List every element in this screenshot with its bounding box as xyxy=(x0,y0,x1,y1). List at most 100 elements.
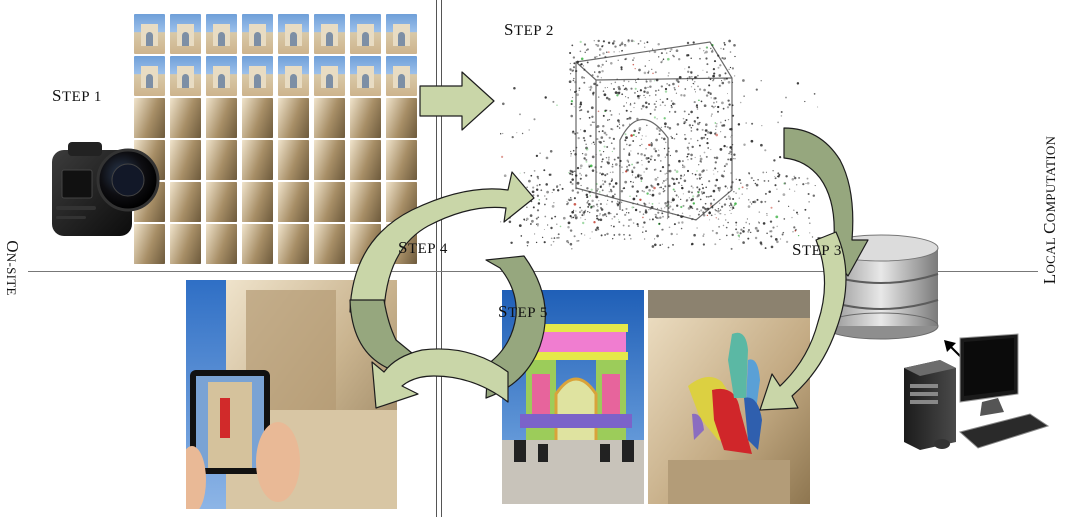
cloud-point xyxy=(578,87,581,90)
cloud-point xyxy=(656,118,658,120)
cloud-point xyxy=(706,137,709,140)
cloud-point xyxy=(791,216,793,219)
cloud-point xyxy=(611,171,614,174)
cloud-point xyxy=(644,96,646,99)
cloud-point xyxy=(808,201,810,203)
photo-thumbnail xyxy=(134,98,165,138)
cloud-point xyxy=(714,161,717,164)
cloud-point xyxy=(725,234,728,237)
cloud-point xyxy=(562,216,566,220)
cloud-point xyxy=(633,57,635,59)
cloud-point xyxy=(702,191,706,194)
cloud-point xyxy=(593,221,596,224)
cloud-point xyxy=(793,175,796,178)
cloud-point xyxy=(715,209,717,212)
cloud-point xyxy=(598,140,601,143)
cloud-point xyxy=(643,154,646,157)
cloud-point xyxy=(698,47,701,50)
cloud-point xyxy=(552,240,555,243)
cloud-point xyxy=(568,172,570,174)
cloud-point xyxy=(593,40,595,42)
photo-thumbnail xyxy=(314,98,345,138)
cloud-point xyxy=(750,203,753,205)
cloud-point xyxy=(766,232,768,235)
cloud-point xyxy=(570,114,573,118)
cloud-point xyxy=(602,40,606,43)
cloud-point xyxy=(603,93,607,97)
cloud-point xyxy=(639,174,642,177)
cloud-point xyxy=(659,216,662,219)
arrow-step5-right xyxy=(485,255,546,399)
cloud-point xyxy=(688,124,692,127)
cloud-point xyxy=(756,229,760,233)
cloud-point xyxy=(534,233,536,235)
cloud-point xyxy=(629,218,632,221)
cloud-point xyxy=(684,68,686,70)
cloud-point xyxy=(571,44,574,47)
arrow-step3-upper xyxy=(783,127,869,277)
cloud-point xyxy=(551,191,553,194)
cloud-point xyxy=(606,203,608,205)
cloud-point xyxy=(596,226,599,230)
cloud-point xyxy=(623,105,625,107)
cloud-point xyxy=(673,223,676,226)
cloud-point xyxy=(612,163,614,165)
cloud-point xyxy=(715,178,719,182)
cloud-point xyxy=(543,169,546,172)
photo-thumbnail xyxy=(386,14,417,54)
cloud-point xyxy=(644,210,648,214)
cloud-point xyxy=(658,186,661,189)
cloud-point xyxy=(602,158,604,160)
cloud-point xyxy=(646,124,648,127)
cloud-point xyxy=(526,245,529,247)
cloud-point xyxy=(608,160,610,162)
cloud-point xyxy=(774,184,777,187)
cloud-point xyxy=(500,221,502,223)
cloud-point xyxy=(671,137,674,139)
cloud-point xyxy=(601,180,604,182)
cloud-point xyxy=(618,221,621,223)
cloud-point xyxy=(531,190,535,194)
cloud-point xyxy=(593,82,596,86)
cloud-point xyxy=(727,80,731,84)
cloud-point xyxy=(600,234,603,237)
cloud-point xyxy=(603,140,605,142)
cloud-point xyxy=(628,144,631,147)
cloud-point xyxy=(597,218,600,221)
cloud-point xyxy=(670,48,673,51)
cloud-point xyxy=(696,108,699,110)
cloud-point xyxy=(657,211,660,214)
cloud-point xyxy=(623,187,626,189)
cloud-point xyxy=(745,221,748,224)
cloud-point xyxy=(750,139,754,143)
point-cloud-reconstruction xyxy=(500,39,819,250)
cloud-point xyxy=(601,173,603,176)
cloud-point xyxy=(695,76,698,79)
cloud-point xyxy=(557,189,560,192)
cloud-point xyxy=(618,91,621,94)
cloud-point xyxy=(661,208,663,210)
cloud-point xyxy=(660,207,662,209)
cloud-point xyxy=(652,72,654,75)
cloud-point xyxy=(545,183,548,186)
cloud-point xyxy=(718,84,721,87)
cloud-point xyxy=(573,209,575,211)
cloud-point xyxy=(657,154,660,157)
cloud-point xyxy=(614,163,618,166)
cloud-point xyxy=(653,108,657,111)
cloud-point xyxy=(596,75,599,78)
cloud-point xyxy=(543,228,545,231)
cloud-point xyxy=(774,175,776,178)
cloud-point xyxy=(598,48,602,51)
cloud-point xyxy=(730,204,733,207)
cloud-point xyxy=(591,199,594,203)
cloud-point xyxy=(604,233,607,236)
cloud-point xyxy=(780,115,783,117)
cloud-point xyxy=(572,69,575,72)
cloud-point xyxy=(712,169,714,171)
cloud-point xyxy=(733,43,736,47)
cloud-point xyxy=(723,144,726,148)
cloud-point xyxy=(521,132,524,135)
cloud-point xyxy=(628,234,631,237)
cloud-point xyxy=(661,86,663,88)
